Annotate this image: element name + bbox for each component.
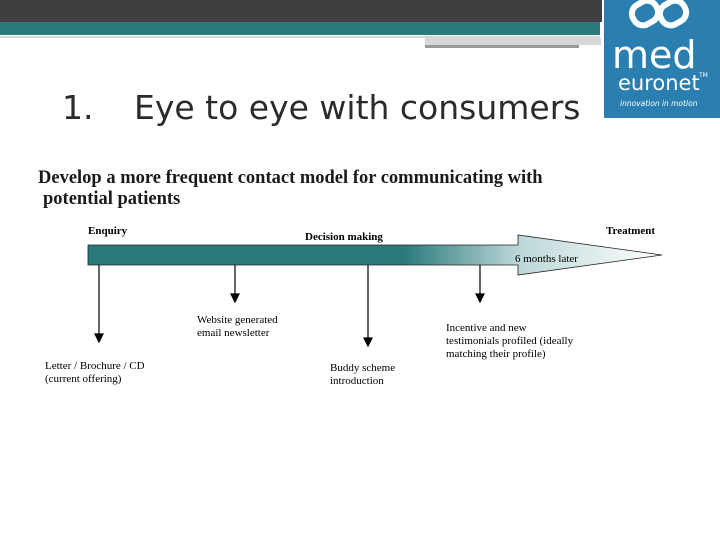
touchpoint-text-line: Incentive and new xyxy=(446,322,527,334)
touchpoint-text-line: introduction xyxy=(330,375,384,387)
touchpoint-website-newsletter: Website generated email newsletter xyxy=(197,314,278,340)
logo-trademark: TM xyxy=(698,72,708,79)
med-euronet-logo: med euronet TM innovation in motion xyxy=(602,0,720,118)
down-arrow-1 xyxy=(94,265,104,344)
touchpoint-text-line: testimonials profiled (ideally xyxy=(446,335,574,347)
phase-label-decision-making: Decision making xyxy=(305,231,383,243)
down-arrow-4 xyxy=(475,265,485,304)
header-teal-bar xyxy=(0,22,600,35)
down-arrow-3 xyxy=(363,265,373,348)
slide-title-number: 1. xyxy=(62,88,94,127)
touchpoint-buddy-scheme: Buddy scheme introduction xyxy=(330,362,395,388)
timeline-arrow xyxy=(87,234,663,276)
logo-brand-euronet: euronet xyxy=(618,71,700,95)
logo-brand-med: med xyxy=(612,33,697,77)
subtitle-line-1: Develop a more frequent contact model fo… xyxy=(38,168,543,188)
logo-tagline: innovation in motion xyxy=(620,99,698,108)
header-stripe xyxy=(425,38,601,45)
slide-title: 1. Eye to eye with consumers xyxy=(62,88,580,127)
phase-label-months-later: 6 months later xyxy=(515,253,578,265)
phase-label-enquiry: Enquiry xyxy=(88,225,128,237)
touchpoint-letter-brochure: Letter / Brochure / CD (current offering… xyxy=(45,360,145,386)
slide-subtitle: Develop a more frequent contact model fo… xyxy=(38,168,658,210)
header-stripe xyxy=(0,36,600,38)
touchpoint-text-line: Buddy scheme xyxy=(330,362,396,374)
touchpoint-incentive-testimonials: Incentive and new testimonials profiled … xyxy=(446,322,573,361)
phase-label-treatment: Treatment xyxy=(606,225,656,237)
touchpoint-text-line: matching their profile) xyxy=(446,348,546,360)
touchpoint-text-line: Website generated xyxy=(197,314,278,326)
slide-title-text: Eye to eye with consumers xyxy=(134,88,581,127)
touchpoint-text-line: Letter / Brochure / CD xyxy=(45,360,145,372)
touchpoint-text-line: (current offering) xyxy=(45,373,122,385)
subtitle-line-2: potential patients xyxy=(43,189,181,209)
down-arrow-2 xyxy=(230,265,240,304)
chain-link-icon xyxy=(628,0,690,29)
header-dark-bar xyxy=(0,0,720,22)
touchpoint-text-line: email newsletter xyxy=(197,327,270,339)
header-stripe xyxy=(425,45,579,48)
